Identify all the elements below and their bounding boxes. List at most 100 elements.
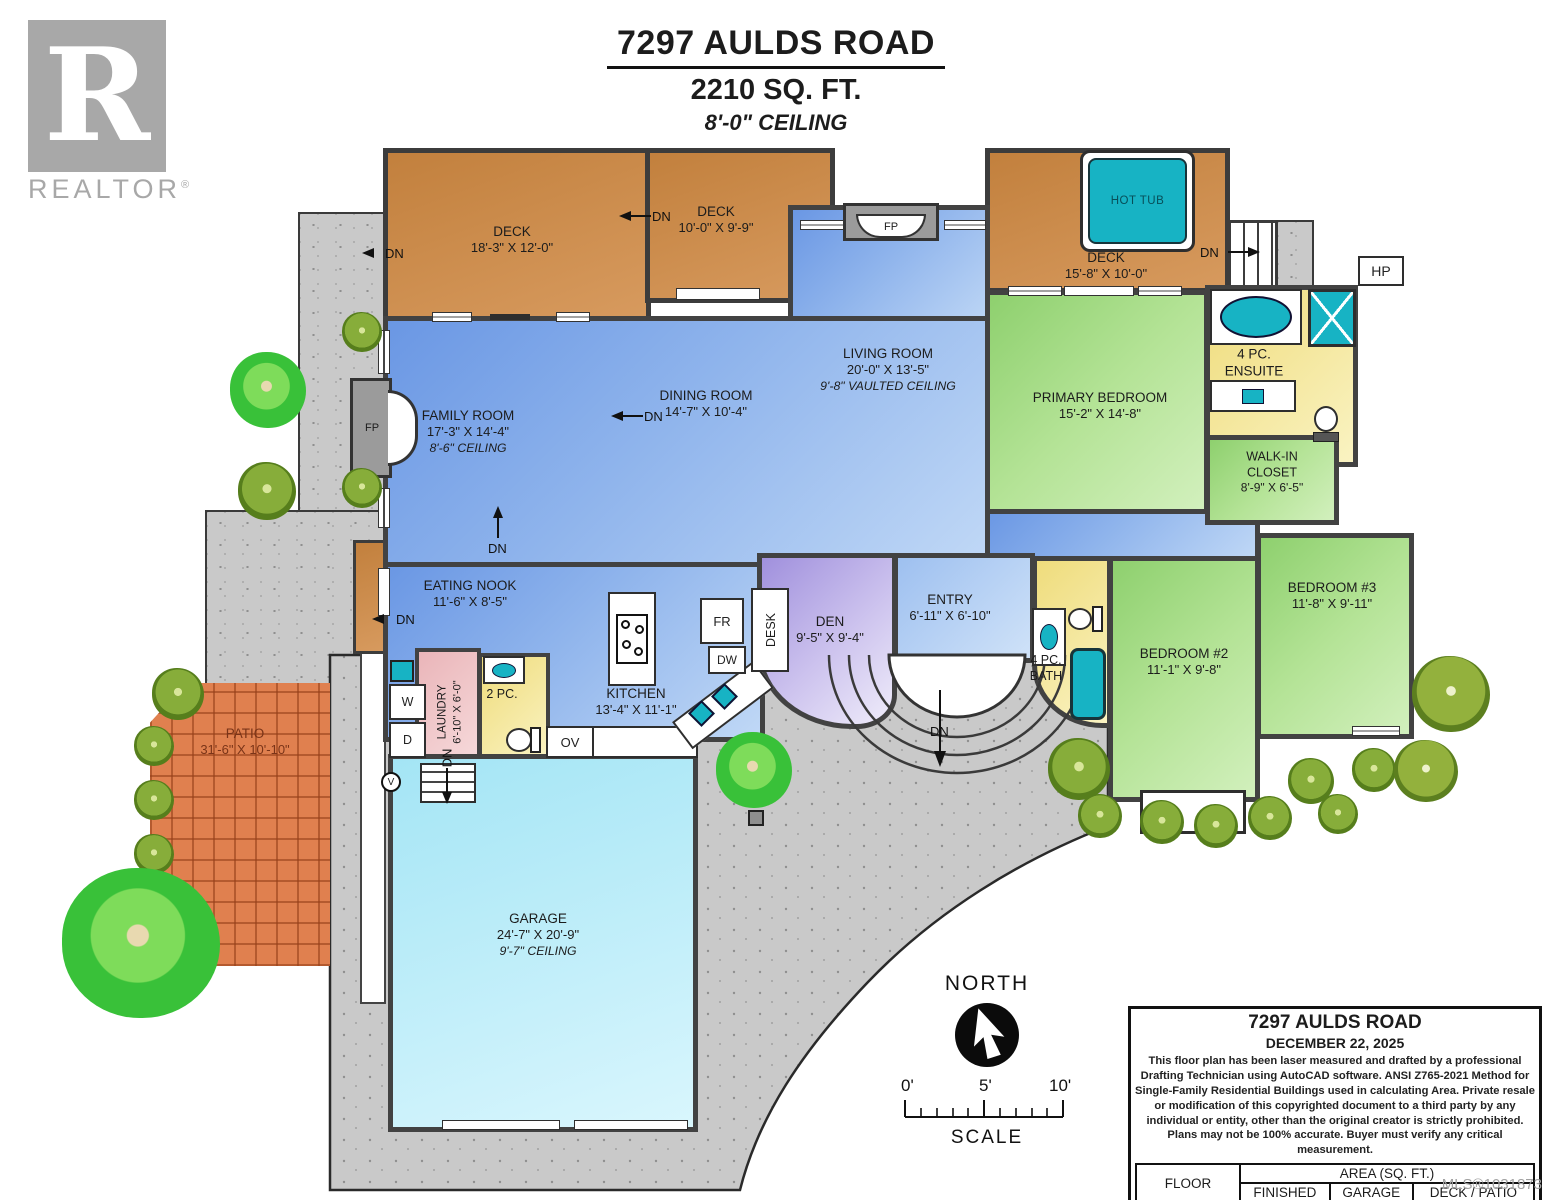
dn-arrow-stem <box>1228 251 1250 253</box>
powder-sink <box>492 662 516 678</box>
plan-address: 7297 AULDS ROAD <box>607 24 945 69</box>
info-disclaimer: This floor plan has been laser measured … <box>1135 1055 1535 1157</box>
oven-box: OV <box>546 726 594 758</box>
north-arrow-icon <box>955 1003 1019 1067</box>
col-finished: FINISHED <box>1239 1182 1331 1200</box>
hot-tub: HOT TUB <box>1088 158 1187 244</box>
dn-label: DN <box>930 724 949 739</box>
bush <box>152 668 204 720</box>
col-garage: GARAGE <box>1328 1182 1414 1200</box>
patio-area <box>150 683 330 966</box>
dishwasher-box: DW <box>708 646 746 674</box>
tree <box>1412 656 1490 732</box>
bush <box>134 834 174 874</box>
primary-deck-door <box>1064 286 1134 296</box>
compass: NORTH <box>903 972 1071 1075</box>
scale-word: SCALE <box>950 1127 1024 1148</box>
bush <box>1248 796 1292 840</box>
bush <box>1318 794 1358 834</box>
planter <box>748 810 764 826</box>
side-walk-strip <box>360 652 386 1004</box>
window <box>800 220 844 230</box>
col-deck-patio: DECK / PATIO <box>1411 1182 1536 1200</box>
window <box>378 330 390 374</box>
burner <box>635 625 644 634</box>
mls-number: MLS®1031873 <box>1441 1176 1542 1193</box>
vacuum-outlet: V <box>381 772 401 792</box>
powder-toilet-tank <box>530 727 541 753</box>
dn-arrow-stem <box>623 415 643 417</box>
powder-toilet-bowl <box>506 728 532 752</box>
bush <box>1352 748 1396 792</box>
scale-ruler-icon <box>904 1100 1064 1118</box>
garage-door <box>442 1120 560 1130</box>
dn-label: DN <box>644 409 663 424</box>
north-label: NORTH <box>944 972 1030 995</box>
info-date: DECEMBER 22, 2025 <box>1265 1035 1405 1051</box>
bath-tub <box>1070 648 1106 720</box>
bush <box>134 726 174 766</box>
bath-toilet-tank <box>1092 606 1103 632</box>
dn-label: DN <box>652 209 671 224</box>
ensuite-tub <box>1220 296 1292 338</box>
entry-steps <box>827 653 1087 775</box>
washer-box: W <box>389 684 426 720</box>
dn-label: DN <box>396 612 415 627</box>
bush <box>238 462 296 520</box>
scale-ten: 10' <box>1049 1076 1072 1095</box>
ensuite-label: 4 PC.ENSUITE <box>1224 346 1284 379</box>
sliding-door <box>490 314 530 320</box>
window <box>378 488 390 528</box>
bath-toilet-bowl <box>1068 608 1092 630</box>
tree <box>230 352 306 428</box>
heat-pump-box: HP <box>1358 256 1404 286</box>
dn-arrow <box>442 792 452 804</box>
dn-arrow <box>1248 247 1260 257</box>
realtor-r-icon: R <box>43 21 151 171</box>
laundry-sink <box>390 660 414 682</box>
primary-bedroom-room <box>985 290 1209 514</box>
deck-left <box>383 148 651 321</box>
info-box: 7297 AULDS ROAD DECEMBER 22, 2025 This f… <box>1128 1006 1542 1200</box>
tree <box>1394 740 1458 802</box>
dn-label: DN <box>439 748 455 768</box>
burner <box>621 620 630 629</box>
window <box>1352 726 1400 736</box>
ensuite-sink <box>1242 388 1264 404</box>
dn-label: DN <box>385 246 404 261</box>
bath-vanity <box>1032 608 1066 666</box>
plan-sqft: 2210 SQ. FT. <box>690 74 862 106</box>
dn-arrow <box>619 211 631 221</box>
dn-label: DN <box>1200 245 1219 260</box>
window <box>1008 286 1062 296</box>
ensuite-vanity <box>1210 380 1296 412</box>
dn-arrow <box>611 411 623 421</box>
plan-ceiling: 8'-0" CEILING <box>704 110 848 135</box>
fireplace-family-label: FP <box>364 421 380 434</box>
vacuum-label: V <box>387 776 395 788</box>
bath-label: 4 PC.BATH <box>1029 653 1063 683</box>
entry-room <box>893 553 1035 663</box>
window <box>556 312 590 322</box>
desk-label: DESK <box>764 612 778 648</box>
bush <box>1194 804 1238 848</box>
powder-label: 2 PC. <box>486 687 518 701</box>
dn-arrow-stem <box>446 768 448 792</box>
col-floor: FLOOR <box>1135 1163 1241 1200</box>
dn-arrow <box>493 506 503 518</box>
scale-five: 5' <box>979 1076 992 1095</box>
laundry-stairs <box>420 763 476 803</box>
